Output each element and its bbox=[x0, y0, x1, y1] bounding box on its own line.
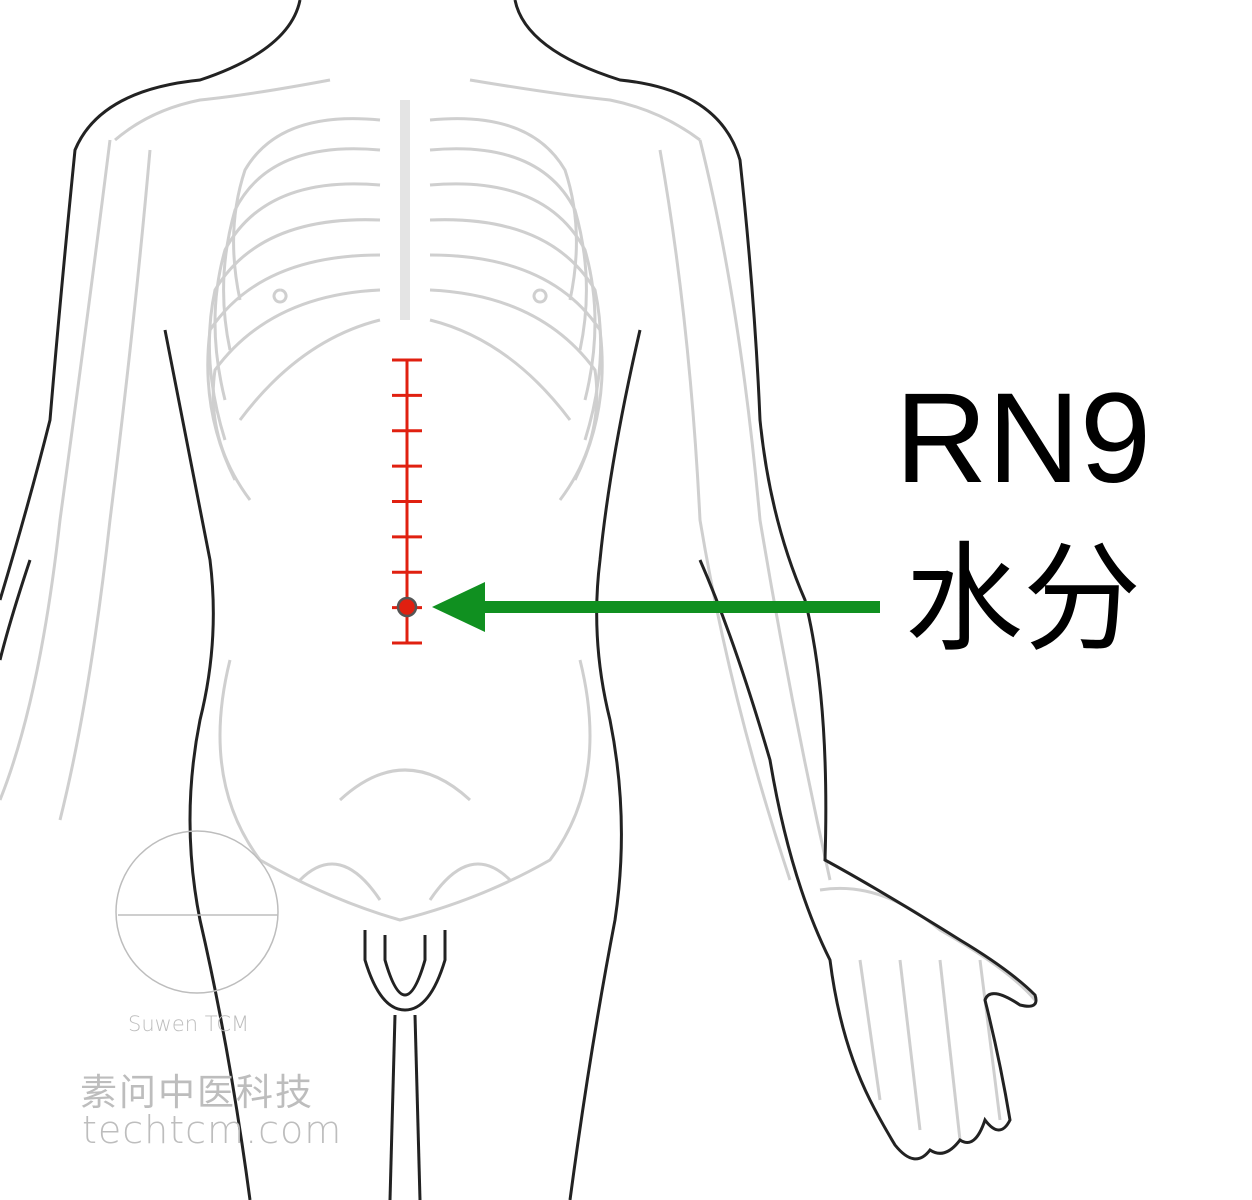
pointer-arrow bbox=[432, 582, 880, 632]
watermark-english: Suwen TCM bbox=[128, 1012, 250, 1036]
watermark-url: techtcm.com bbox=[82, 1108, 343, 1152]
acupoint-name: 水分 bbox=[905, 530, 1142, 668]
acupoint-marker[interactable] bbox=[396, 596, 418, 618]
ribs-left bbox=[206, 117, 381, 501]
watermark-seal bbox=[115, 832, 280, 997]
watermark-chinese: 素问中医科技 bbox=[80, 1071, 314, 1114]
acupoint-code: RN9 bbox=[895, 367, 1152, 510]
skeleton bbox=[0, 78, 1037, 1141]
watermark-seal-circle bbox=[115, 830, 279, 994]
pelvis bbox=[218, 659, 592, 922]
ribs-right bbox=[429, 117, 604, 501]
body-outline bbox=[0, 0, 1038, 1200]
